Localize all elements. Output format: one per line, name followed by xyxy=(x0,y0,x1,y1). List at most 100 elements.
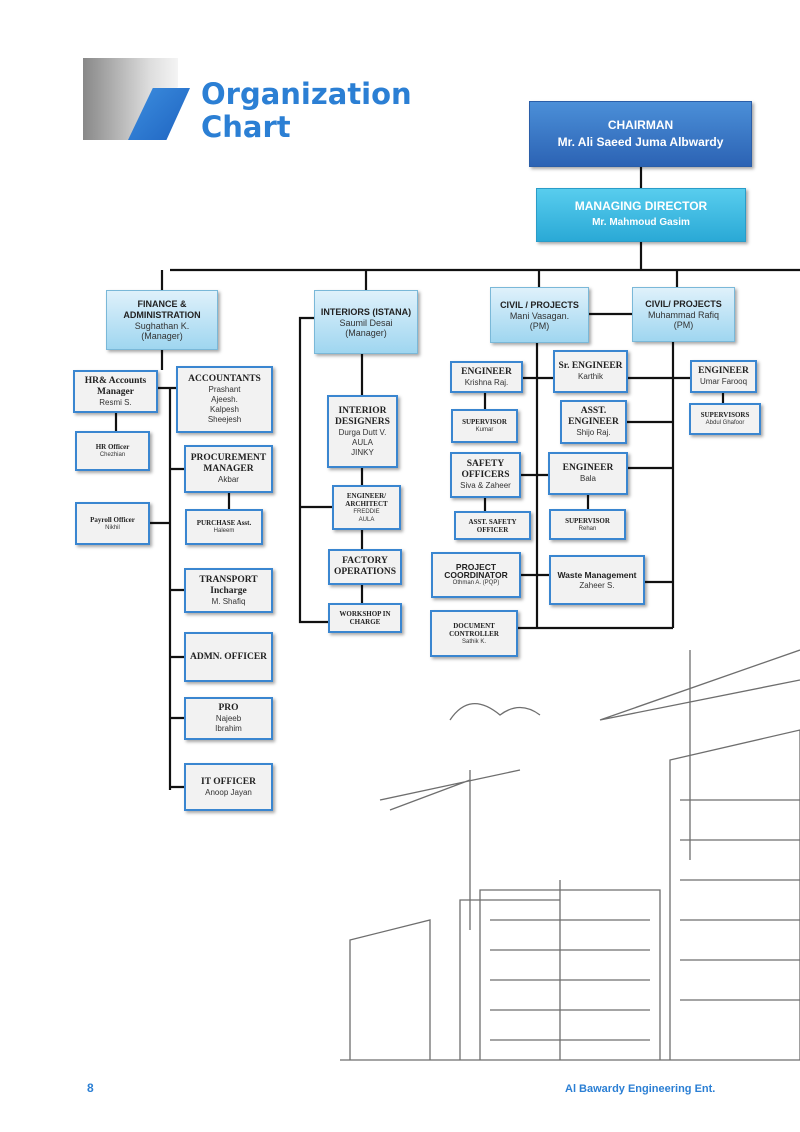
box-title: HR Officer xyxy=(95,443,130,451)
box-title: CIVIL/ PROJECTS xyxy=(645,299,722,309)
box-title: IT OFFICER xyxy=(201,776,256,787)
box-title: SAFETY OFFICERS xyxy=(461,459,510,480)
box-title: ENGINEER xyxy=(562,463,614,473)
box-title: PURCHASE Asst. xyxy=(196,519,252,527)
box-person: Bala xyxy=(579,474,596,483)
box-person: Karthik xyxy=(578,372,603,381)
box-person: Mr. Ali Saeed Juma Albwardy xyxy=(557,135,724,149)
box-person: Resmi S. xyxy=(99,397,132,407)
title-line-1: Organization xyxy=(201,77,412,111)
box-title: ADMN. OFFICER xyxy=(189,651,268,662)
box-title: PROCUREMENT MANAGER xyxy=(190,453,267,474)
box-person: Ajeesh. xyxy=(211,395,238,404)
box-title: INTERIORS (ISTANA) xyxy=(320,306,412,317)
box-title: FACTORY OPERATIONS xyxy=(333,556,397,577)
box-person: Kumar xyxy=(475,427,494,433)
box-person: (PM) xyxy=(529,320,550,331)
org-box-purchase: PURCHASE Asst.Haleem xyxy=(185,509,263,545)
box-person: Muhammad Rafiq xyxy=(647,310,720,320)
box-person: Othman A. (PQP) xyxy=(452,580,500,586)
box-title: INTERIOR DESIGNERS xyxy=(335,405,390,427)
box-person: Saumil Desai xyxy=(339,317,393,328)
box-title: SUPERVISOR xyxy=(565,516,610,525)
box-title: ASST. ENGINEER xyxy=(568,406,619,427)
org-box-asst-safety: ASST. SAFETY OFFICER xyxy=(454,511,531,540)
box-person: Umar Farooq xyxy=(699,377,748,386)
box-title: ENGINEER xyxy=(698,366,749,376)
box-title: CIVIL / PROJECTS xyxy=(500,299,579,310)
box-person: (Manager) xyxy=(141,331,183,341)
box-person: Anoop Jayan xyxy=(205,787,252,797)
box-person: Rehan xyxy=(578,525,597,532)
box-title: ASST. SAFETY OFFICER xyxy=(468,517,517,534)
box-person: (PM) xyxy=(673,320,694,330)
box-person: Krishna Raj. xyxy=(464,377,509,387)
box-title: DOCUMENT CONTROLLER xyxy=(449,621,499,638)
box-person: Sathik K. xyxy=(461,638,486,645)
box-person: Abdul Ghafoor xyxy=(705,420,745,426)
box-title: ENGINEER/ ARCHITECT xyxy=(345,491,388,508)
box-title: ACCOUNTANTS xyxy=(188,374,261,384)
box-person: Najeeb xyxy=(215,714,242,723)
box-person: Haleem xyxy=(213,528,235,534)
org-box-admn: ADMN. OFFICER xyxy=(184,632,273,682)
box-person: Nikhil xyxy=(105,524,120,531)
org-box-md: MANAGING DIRECTOR Mr. Mahmoud Gasim xyxy=(536,188,746,242)
org-box-interiors: INTERIORS (ISTANA)Saumil Desai(Manager) xyxy=(314,290,418,354)
box-person: Akbar xyxy=(218,475,239,484)
title-line-2: Chart xyxy=(201,110,291,144)
box-person: Chezhian xyxy=(99,452,126,458)
box-person: (Manager) xyxy=(345,327,387,338)
box-person: Durga Dutt V. xyxy=(338,427,387,437)
box-person: Siva & Zaheer xyxy=(460,481,511,490)
box-title: Sr. ENGINEER xyxy=(558,361,623,371)
org-box-factory: FACTORY OPERATIONS xyxy=(328,549,402,585)
box-person: AULA xyxy=(352,437,373,447)
box-title: ENGINEER xyxy=(461,366,512,377)
box-person: Ibrahim xyxy=(215,724,242,733)
box-title: SUPERVISORS xyxy=(700,411,750,419)
box-title: FINANCE & ADMINISTRATION xyxy=(123,299,201,320)
box-title: MANAGING DIRECTOR xyxy=(574,199,708,213)
box-title: CHAIRMAN xyxy=(607,118,674,132)
org-box-chairman: CHAIRMAN Mr. Ali Saeed Juma Albwardy xyxy=(529,101,752,167)
company-name: Al Bawardy Engineering Ent. xyxy=(565,1083,716,1095)
construction-sketch xyxy=(340,649,800,1061)
box-title: PRO xyxy=(218,703,239,713)
box-person: Sheejesh xyxy=(207,415,242,424)
page-title: Organization Chart xyxy=(201,78,412,144)
box-title: Waste Management xyxy=(557,569,637,580)
page-number: 8 xyxy=(87,1081,94,1095)
box-person: Sughathan K. xyxy=(134,321,190,331)
box-title: PROJECT COORDINATOR xyxy=(444,562,508,580)
box-title: SUPERVISOR xyxy=(462,418,507,426)
box-title: WORKSHOP IN CHARGE xyxy=(339,610,391,626)
box-title: HR& Accounts Manager xyxy=(84,375,147,397)
box-person: Mr. Mahmoud Gasim xyxy=(592,217,690,228)
box-person: AULA xyxy=(358,516,375,523)
box-person: Kalpesh xyxy=(210,405,239,414)
